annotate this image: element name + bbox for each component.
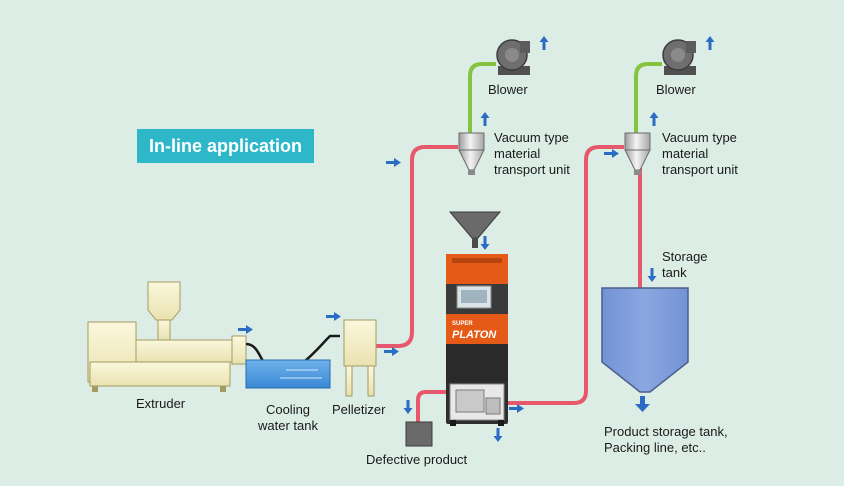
arrow-up-icon: [480, 112, 490, 126]
cooling-water-tank: [245, 359, 331, 389]
cooling-water-tank-label: Cooling water tank: [248, 402, 328, 434]
blower-2-label: Blower: [656, 82, 696, 97]
conveying-line-pelletizer-to-vacuum-unit: [376, 145, 458, 348]
arrow-up-icon: [705, 36, 715, 50]
arrow-right-icon: [386, 158, 401, 167]
arrow-right-icon: [384, 347, 399, 356]
defective-product-label: Defective product: [366, 452, 468, 467]
vacuum-unit-1-label-line: material: [494, 146, 541, 161]
arrow-right-icon: [604, 149, 619, 158]
cooling-water-tank-label-line: water tank: [258, 418, 318, 433]
vacuum-unit-1-label-line: transport unit: [494, 162, 570, 177]
vacuum-transport-unit-2: [624, 132, 651, 175]
blower-line-1: [468, 62, 496, 136]
destination-label-line: Product storage tank,: [604, 424, 728, 439]
arrow-up-icon: [649, 112, 659, 126]
arrow-right-icon: [326, 312, 341, 321]
extruder-label: Extruder: [136, 396, 186, 411]
conveying-line-machine-to-vacuum-unit: [507, 145, 624, 405]
vacuum-unit-2-label: Vacuum type material transport unit: [662, 130, 738, 178]
vacuum-unit-2-label-line: Vacuum type: [662, 130, 737, 145]
destination-label-line: Packing line, etc..: [604, 440, 706, 455]
blower-icon: [662, 39, 696, 75]
defective-product-bin: [405, 421, 433, 447]
blower-1-label: Blower: [488, 82, 528, 97]
blower-icon: [496, 39, 530, 75]
storage-tank-label-line: Storage: [662, 249, 708, 264]
arrow-down-icon: [403, 400, 413, 414]
vacuum-unit-2-label-line: material: [662, 146, 709, 161]
vacuum-unit-2-label-line: transport unit: [662, 162, 738, 177]
destination-label: Product storage tank, Packing line, etc.…: [604, 424, 728, 456]
arrow-right-icon: [509, 404, 524, 413]
machine-brand-line2: PLATON: [452, 329, 497, 341]
pelletizer-label: Pelletizer: [332, 402, 386, 417]
storage-tank-label: Storage tank: [662, 249, 708, 281]
arrow-down-icon: [635, 396, 650, 412]
arrow-up-icon: [539, 36, 549, 50]
machine-brand-line1: SUPER: [452, 321, 473, 327]
arrow-down-icon: [493, 428, 503, 442]
hopper: [448, 211, 502, 248]
vacuum-unit-1-label-line: Vacuum type: [494, 130, 569, 145]
defect-discharge-line: [416, 390, 446, 422]
arrow-right-icon: [238, 325, 253, 334]
storage-tank-label-line: tank: [662, 265, 687, 280]
page-title: In-line application: [137, 129, 314, 163]
storage-tank: [601, 287, 689, 393]
vacuum-unit-1-label: Vacuum type material transport unit: [494, 130, 570, 178]
arrow-down-icon: [480, 236, 490, 250]
cooling-water-tank-label-line: Cooling: [265, 402, 311, 417]
blower-line-2: [634, 62, 662, 136]
vacuum-transport-unit-1: [458, 132, 485, 175]
flow-arrows: [238, 36, 715, 442]
pelletizer: [343, 319, 377, 397]
arrow-down-icon: [647, 268, 657, 282]
sorter-machine: SUPER PLATON: [446, 254, 508, 426]
extruder: [87, 281, 247, 392]
